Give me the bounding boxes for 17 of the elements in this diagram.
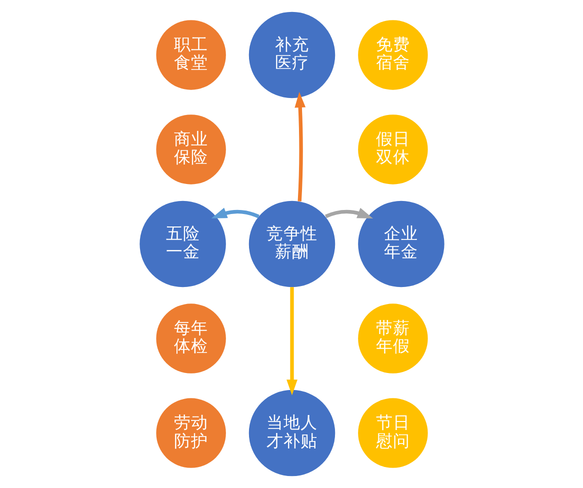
node-circle: 免费宿舍 [358,20,428,90]
node-circle: 竞争性薪酬 [248,200,335,288]
node-circle: 五险一金 [139,200,226,288]
node-circle: 假日双休 [358,114,428,184]
arrow [210,208,259,218]
node-circle: 当地人才补贴 [248,390,335,476]
node-circle: 节日慰问 [358,398,428,468]
node-circle: 劳动防护 [156,398,226,468]
node-circle: 每年体检 [156,304,226,374]
arrow [286,287,297,396]
node-circle: 企业年金 [358,200,444,288]
node-circle: 商业保险 [156,114,226,184]
arrow [324,208,373,219]
arrow [294,92,306,202]
node-circle: 职工食堂 [156,20,226,90]
node-circle: 补充医疗 [248,12,335,98]
node-circle: 带薪年假 [358,304,428,374]
